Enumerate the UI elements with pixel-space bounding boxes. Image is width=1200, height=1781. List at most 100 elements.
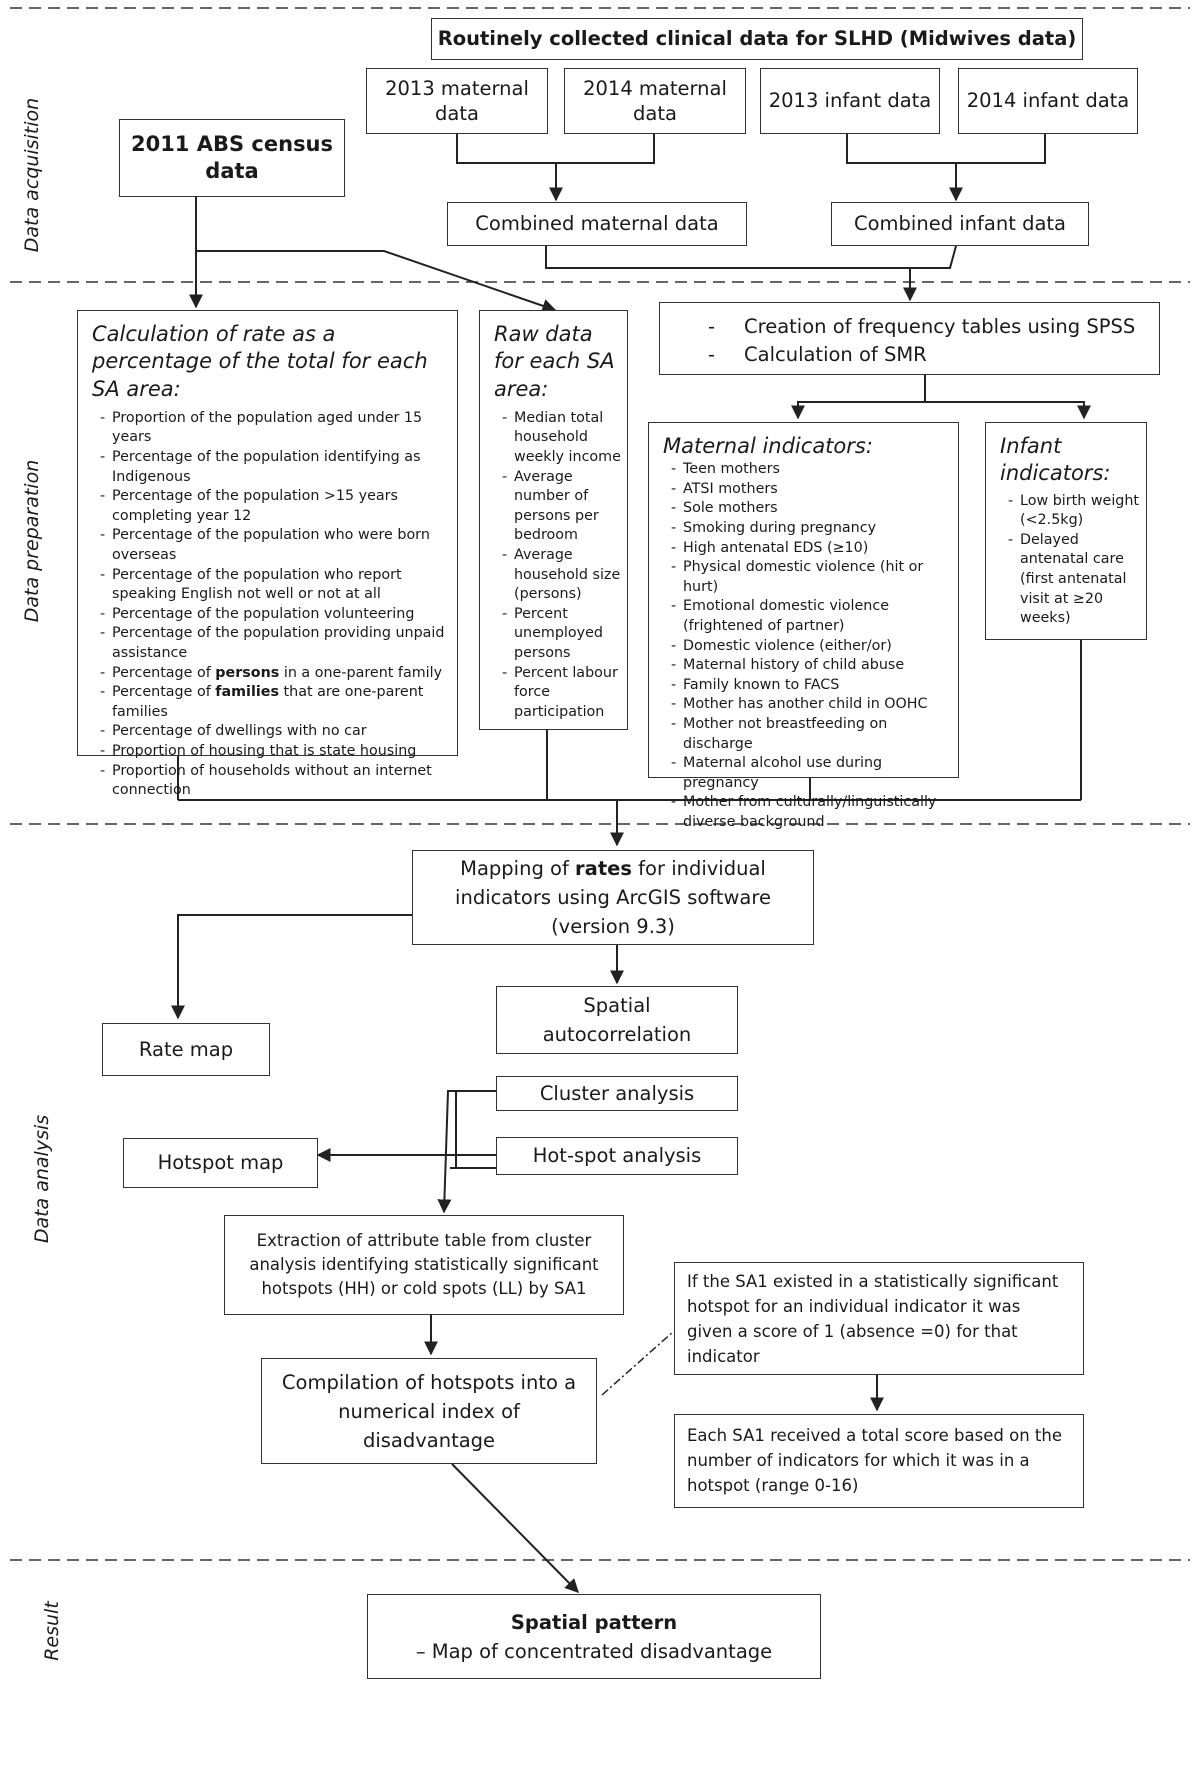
extraction-label: Extraction of attribute table from clust… [249,1231,599,1298]
list-item: Sole mothers [663,499,952,519]
infant-2014-label: 2014 infant data [966,89,1130,113]
item-text: that are one-parent families [112,684,424,720]
list-item: High antenatal EDS (≥10) [663,539,952,559]
item-text-bold: families [215,684,279,701]
list-item: Percentage of the population who were bo… [92,526,447,565]
combined-infant-label: Combined infant data [854,212,1066,236]
combined-maternal-label: Combined maternal data [475,212,719,236]
stage-label-preparation: Data preparation [21,459,43,623]
maternal-2013-label: 2013 maternal data [385,76,529,125]
list-item: Median total household weekly income [494,409,621,468]
maternal-indicators-title: Maternal indicators: [663,434,873,458]
list-item: Mother from culturally/linguistically di… [663,793,952,832]
mapping-box: Mapping of rates for individual indicato… [412,850,814,945]
calculation-rates-list: Proportion of the population aged under … [92,409,447,801]
mapping-text: Mapping of [460,857,576,880]
infant-2013-label: 2013 infant data [768,89,932,113]
spss-item: -Creation of frequency tables using SPSS [708,315,1136,338]
list-item: Maternal alcohol use during pregnancy [663,754,952,793]
calculation-rates-title: Calculation of rate as a percentage of t… [92,322,428,401]
hotspot-analysis-label: Hot-spot analysis [532,1144,702,1168]
maternal-indicators-list: Teen mothers ATSI mothers Sole mothers S… [663,460,952,832]
list-item: Proportion of the population aged under … [92,409,447,448]
list-item: Smoking during pregnancy [663,519,952,539]
hotspot-map-box: Hotspot map [123,1138,318,1188]
raw-data-list: Median total household weekly income Ave… [494,409,621,723]
list-item: Percentage of the population identifying… [92,448,447,487]
diagram-connectors [10,7,1190,1593]
maternal-indicators-box: Maternal indicators: Teen mothers ATSI m… [648,422,959,830]
census-data-box: 2011 ABS census data [119,119,345,197]
list-item: Mother has another child in OOHC [663,695,952,715]
spatial-autocorrelation-box: Spatial autocorrelation [496,986,738,1054]
spss-item-text: Creation of frequency tables using SPSS [744,315,1136,338]
census-data-label: 2011 ABS census data [130,131,334,183]
smr-item-text: Calculation of SMR [744,343,927,366]
item-text: in a one-parent family [279,664,443,681]
extraction-box: Extraction of attribute table from clust… [224,1215,624,1315]
list-item: Domestic violence (either/or) [663,637,952,657]
spss-box: -Creation of frequency tables using SPSS… [659,302,1160,375]
list-item: Proportion of households without an inte… [92,762,447,801]
item-text-bold: persons [215,664,280,681]
smr-item: -Calculation of SMR [708,343,927,366]
calculation-rates-box: Calculation of rate as a percentage of t… [77,310,458,798]
cluster-analysis-box: Cluster analysis [496,1076,738,1111]
list-item: Physical domestic violence (hit or hurt) [663,558,952,597]
list-item: Delayed antenatal care (first antenatal … [1000,531,1140,629]
cluster-analysis-label: Cluster analysis [539,1081,695,1105]
list-item: Percentage of the population who report … [92,566,447,605]
list-item: Percentage of families that are one-pare… [92,683,447,722]
list-item: Percentage of the population >15 years c… [92,487,447,526]
list-item: Teen mothers [663,460,952,480]
list-item: Proportion of housing that is state hous… [92,742,447,762]
spatial-pattern-box: Spatial pattern – Map of concentrated di… [367,1594,821,1679]
rate-map-label: Rate map [138,1037,234,1061]
list-item: Percent labour force participation [494,664,621,723]
list-item: Percentage of the population volunteerin… [92,605,447,625]
hotspot-analysis-box: Hot-spot analysis [496,1137,738,1175]
infant-indicators-box: Infant indicators: Low birth weight (<2.… [985,422,1147,640]
infant-2014-box: 2014 infant data [958,68,1138,134]
spatial-pattern-title: Spatial pattern [510,1610,678,1634]
infant-indicators-title: Infant indicators: [1000,434,1111,486]
mapping-text-bold: rates [575,857,632,880]
slhd-data-box: Routinely collected clinical data for SL… [431,18,1083,60]
list-item: Family known to FACS [663,676,952,696]
stage-label-result: Result [41,1601,63,1661]
compilation-box: Compilation of hotspots into a numerical… [261,1358,597,1464]
list-item: Maternal history of child abuse [663,656,952,676]
item-text: Percentage of [112,664,216,681]
combined-infant-box: Combined infant data [831,202,1089,246]
total-score-box: Each SA1 received a total score based on… [674,1414,1084,1508]
list-item: Percentage of persons in a one-parent fa… [92,664,447,684]
combined-maternal-box: Combined maternal data [447,202,747,246]
stage-label-acquisition: Data acquisition [21,97,43,253]
list-item: Percent unemployed persons [494,605,621,664]
list-item: Low birth weight (<2.5kg) [1000,492,1140,531]
list-item: Average household size (persons) [494,546,621,605]
spatial-pattern-subtitle: – Map of concentrated disadvantage [415,1639,773,1663]
infant-indicators-list: Low birth weight (<2.5kg) Delayed antena… [1000,492,1140,629]
infant-2013-box: 2013 infant data [760,68,940,134]
score-rule-label: If the SA1 existed in a statistically si… [687,1272,1059,1366]
list-item: Mother not breastfeeding on discharge [663,715,952,754]
slhd-data-label: Routinely collected clinical data for SL… [437,27,1077,51]
maternal-2014-label: 2014 maternal data [583,76,727,125]
score-rule-box: If the SA1 existed in a statistically si… [674,1262,1084,1375]
spatial-autocorrelation-label: Spatial autocorrelation [542,994,692,1046]
list-item: Percentage of dwellings with no car [92,722,447,742]
stage-label-analysis: Data analysis [31,1114,53,1244]
compilation-label: Compilation of hotspots into a numerical… [281,1370,577,1452]
maternal-2014-box: 2014 maternal data [564,68,746,134]
list-item: Average number of persons per bedroom [494,468,621,546]
hotspot-map-label: Hotspot map [157,1151,284,1175]
raw-data-box: Raw data for each SA area: Median total … [479,310,628,730]
mapping-label: Mapping of rates for individual indicato… [423,854,803,941]
total-score-label: Each SA1 received a total score based on… [687,1426,1062,1495]
list-item: Percentage of the population providing u… [92,624,447,663]
item-text: Percentage of [112,684,216,701]
maternal-2013-box: 2013 maternal data [366,68,548,134]
raw-data-title: Raw data for each SA area: [494,322,615,401]
list-item: Emotional domestic violence (frightened … [663,597,952,636]
